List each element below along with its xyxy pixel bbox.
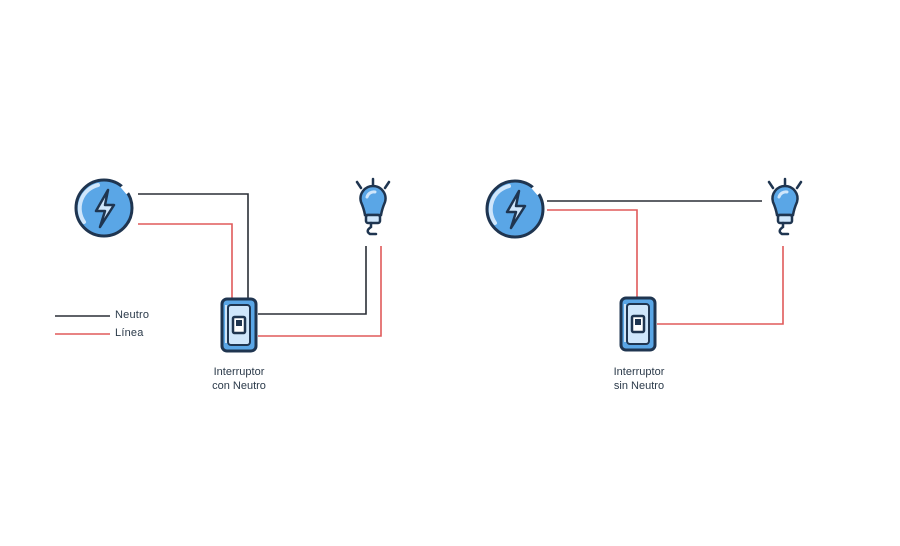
left-diagram [74,177,391,353]
left-caption-line1: Interruptor [213,366,265,378]
right-caption-line2: sin Neutro [613,380,665,392]
light-bulb-icon [767,177,803,236]
power-source-icon [485,179,545,239]
line-wire [138,223,233,298]
right-diagram [485,177,803,352]
legend-neutral-label: Neutro [115,309,150,321]
power-source-icon [74,178,134,238]
line-wire [547,209,638,298]
light-bulb-icon [355,177,391,236]
legend-line-label: Línea [115,327,144,339]
wall-switch-icon [619,296,657,352]
neutral-wire [138,193,249,298]
neutral-wire [258,246,367,315]
wall-switch-icon [220,297,258,353]
legend [55,315,110,335]
line-wire [258,246,382,337]
left-caption-line2: con Neutro [212,380,266,392]
right-switch-caption: Interruptor sin Neutro [579,365,699,393]
right-caption-line1: Interruptor [613,366,665,378]
line-wire [657,246,784,325]
left-switch-caption: Interruptor con Neutro [179,365,299,393]
